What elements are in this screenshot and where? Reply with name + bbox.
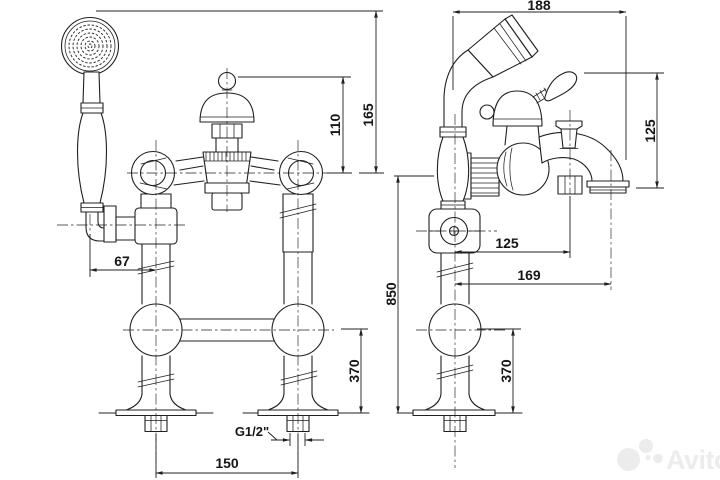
dim-125-height: 125	[584, 72, 664, 189]
side-centerlines	[416, 110, 612, 468]
faucet-body-side	[462, 71, 630, 200]
dim-67-label: 67	[114, 253, 130, 269]
crossbar	[176, 318, 278, 342]
dim-67: 67	[89, 234, 157, 277]
side-leg	[396, 252, 523, 433]
dim-188-label: 188	[527, 0, 551, 13]
dim-370-front: 370	[341, 328, 368, 414]
handshower-front-icon	[60, 16, 138, 243]
dim-850: 850	[383, 175, 434, 414]
dim-thread: G1/2"	[235, 424, 324, 446]
dim-110-label: 110	[327, 113, 343, 136]
dim-150: 150	[155, 434, 299, 478]
watermark-text: Avito	[666, 445, 720, 475]
dim-150-label: 150	[215, 455, 239, 471]
dim-370-side: 370	[477, 328, 521, 414]
dim-188: 188	[452, 0, 627, 160]
dim-165: 165	[96, 10, 384, 174]
handshower-side-icon	[428, 14, 539, 254]
front-right-leg	[242, 193, 370, 433]
front-centerlines	[57, 68, 334, 476]
side-view	[396, 14, 630, 468]
dim-thread-label: G1/2"	[235, 424, 269, 439]
dim-125-height-label: 125	[642, 119, 658, 143]
dim-165-label: 165	[360, 103, 376, 127]
avito-logo-icon	[617, 439, 663, 471]
dim-850-label: 850	[383, 282, 399, 306]
dim-169-label: 169	[517, 267, 541, 283]
front-view	[57, 16, 370, 476]
dim-110: 110	[238, 76, 352, 174]
dim-169: 169	[454, 267, 612, 286]
dim-370-front-label: 370	[346, 359, 362, 383]
dimensions: 67 110 165 370 150 G1/2"	[89, 0, 664, 478]
watermark: Avito	[617, 439, 720, 475]
dim-125-offset-label: 125	[495, 235, 519, 251]
dim-125-offset: 125	[454, 196, 571, 258]
dim-370-side-label: 370	[498, 359, 514, 383]
